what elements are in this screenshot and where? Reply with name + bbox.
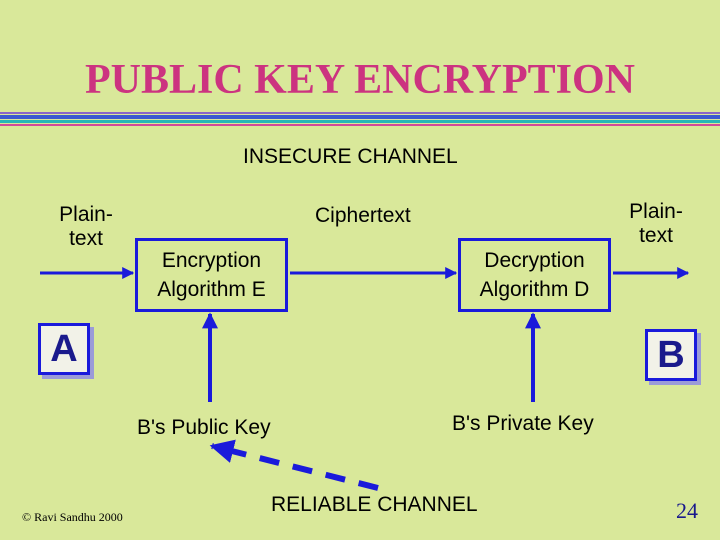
- party-a-badge: A: [38, 323, 90, 375]
- reliable-channel-label: RELIABLE CHANNEL: [271, 493, 478, 516]
- private-key-label: B's Private Key: [452, 412, 594, 435]
- slide-title: PUBLIC KEY ENCRYPTION: [84, 57, 636, 103]
- page-number: 24: [676, 498, 698, 523]
- plaintext-left-label: Plain- text: [59, 203, 113, 250]
- title-rule-purple: [0, 112, 720, 114]
- title-rule-magenta: [0, 124, 720, 126]
- ciphertext-label: Ciphertext: [315, 204, 411, 227]
- copyright-footer: © Ravi Sandhu 2000: [22, 510, 123, 524]
- plaintext-right-label: Plain- text: [629, 200, 683, 247]
- insecure-channel-label: INSECURE CHANNEL: [243, 145, 458, 168]
- title-rule-teal: [0, 120, 720, 123]
- party-b-badge: B: [645, 329, 697, 381]
- title-rule-blue: [0, 115, 720, 119]
- public-key-label: B's Public Key: [137, 416, 271, 439]
- encryption-algorithm-box: Encryption Algorithm E: [135, 238, 288, 312]
- reliable-channel-dashed-arrow: [209, 439, 379, 491]
- decryption-algorithm-box: Decryption Algorithm D: [458, 238, 611, 312]
